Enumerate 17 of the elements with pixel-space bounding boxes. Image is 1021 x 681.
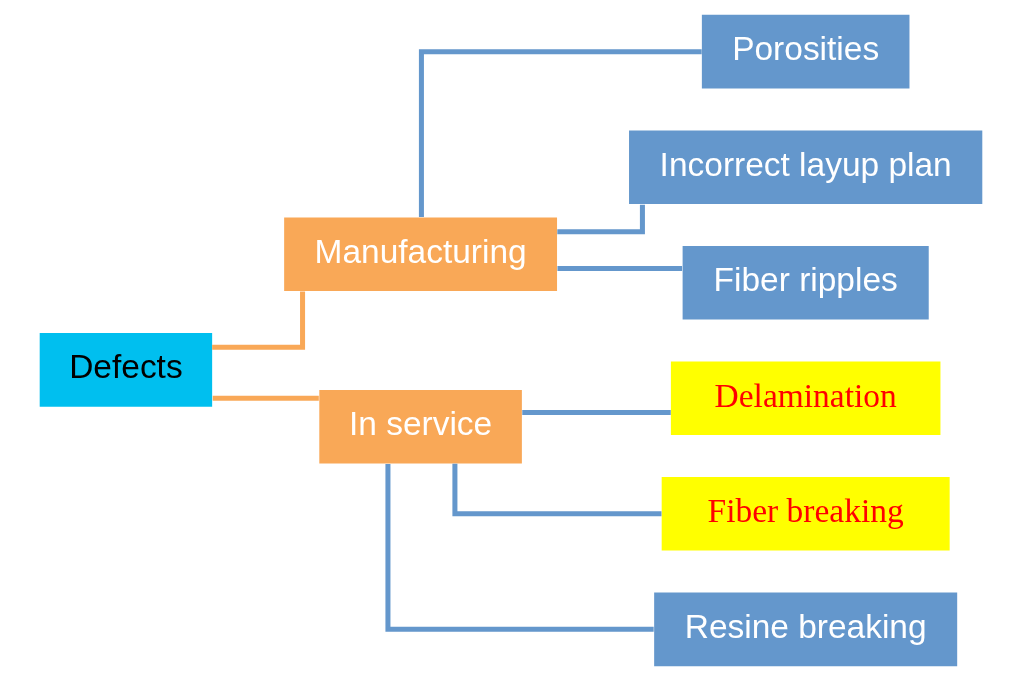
connector [451,463,661,517]
node-box: Fiber breaking [661,476,950,551]
connector [211,291,305,350]
node-box: Delamination [670,361,940,436]
connector [521,410,671,415]
connector [556,266,682,271]
connector [418,49,702,218]
node-box: In service [318,389,522,464]
node-box: Manufacturing [283,217,557,292]
connector [556,204,645,235]
node-box: Porosities [701,14,909,89]
node-box: Resine breaking [653,592,957,667]
connector [384,463,654,632]
node-box: Fiber ripples [682,245,929,320]
connector [212,395,319,401]
node-box: Defects [39,332,212,407]
node-box: Incorrect layup plan [628,130,982,205]
